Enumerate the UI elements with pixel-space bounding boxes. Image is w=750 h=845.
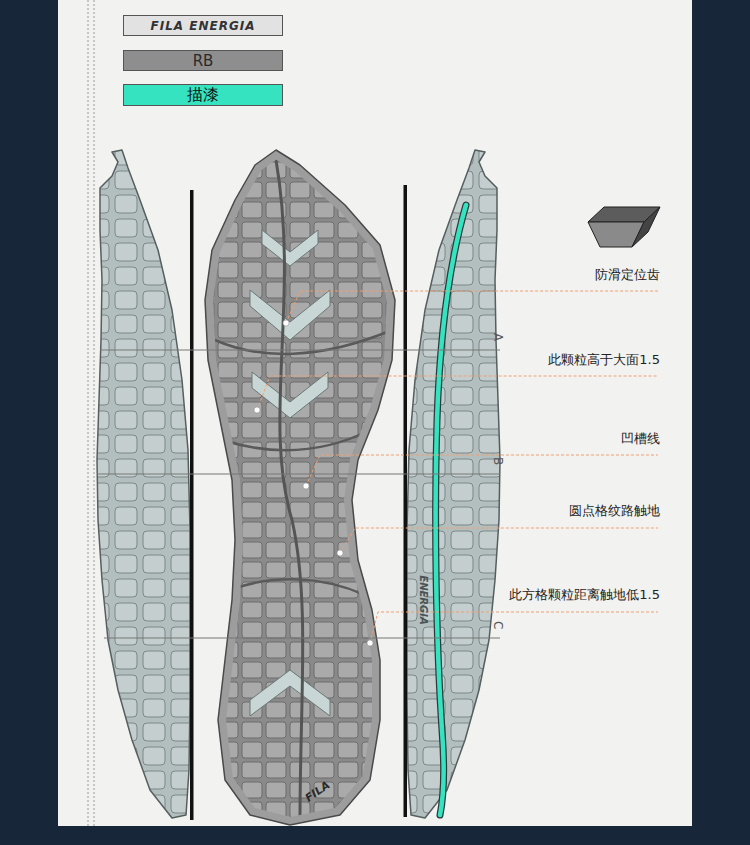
section-line — [97, 473, 500, 474]
legend-text: 描漆 — [187, 85, 219, 106]
sole-lugs — [190, 140, 410, 840]
callout-dot — [303, 483, 309, 489]
chevron — [250, 290, 330, 340]
sole-rim — [205, 150, 395, 825]
guide-line — [94, 0, 95, 826]
paint-stripe-outline — [436, 205, 466, 815]
icon-face — [632, 207, 660, 247]
tooth-icon — [588, 207, 660, 247]
logo-text: ENERGIA — [417, 575, 429, 624]
section-letter: B — [491, 457, 505, 465]
side-profile — [407, 150, 500, 818]
callout-text: 圆点格纹路触地 — [569, 503, 660, 519]
callout-text: 防滑定位齿 — [595, 267, 660, 283]
groove-line — [222, 430, 370, 450]
profile-bar — [404, 185, 408, 817]
guide-line — [88, 0, 89, 826]
chevron — [252, 372, 328, 418]
section-letter: A — [491, 333, 505, 341]
groove-line — [230, 579, 365, 595]
side-profile-lugs — [97, 150, 190, 818]
callout-dots — [254, 320, 373, 646]
chevron — [250, 670, 330, 716]
side-profile-lugs — [407, 150, 500, 818]
groove-line — [276, 160, 303, 820]
paint-stripe — [436, 205, 466, 815]
leader-line — [370, 612, 658, 643]
legend-text: FILA ENERGIA — [150, 19, 255, 33]
leader-line — [306, 455, 658, 486]
section-line — [100, 349, 500, 350]
sole — [190, 140, 410, 840]
section-line — [104, 637, 500, 638]
chevron — [262, 230, 318, 266]
callout-text: 此颗粒高于大面1.5 — [548, 352, 660, 368]
leader-line — [257, 376, 658, 410]
legend-swatch: 描漆 — [123, 84, 283, 106]
callout-dot — [367, 640, 373, 646]
legend-swatch: FILA ENERGIA — [123, 15, 283, 36]
callout-dot — [283, 320, 289, 326]
side-profile — [97, 150, 190, 818]
panel — [58, 0, 692, 826]
legend-swatch: RB — [123, 50, 283, 71]
legend-text: RB — [193, 52, 214, 70]
callout-dot — [254, 407, 260, 413]
callout-text: 此方格颗粒距离触地低1.5 — [509, 587, 660, 603]
section-letter: C — [491, 621, 505, 629]
callout-dot — [337, 550, 343, 556]
sole-base — [190, 140, 410, 840]
sole-outline — [205, 150, 395, 825]
leader-line — [340, 528, 658, 553]
leader-line — [286, 291, 658, 323]
profile-bar — [190, 190, 194, 820]
callout-text: 凹槽线 — [621, 431, 660, 447]
